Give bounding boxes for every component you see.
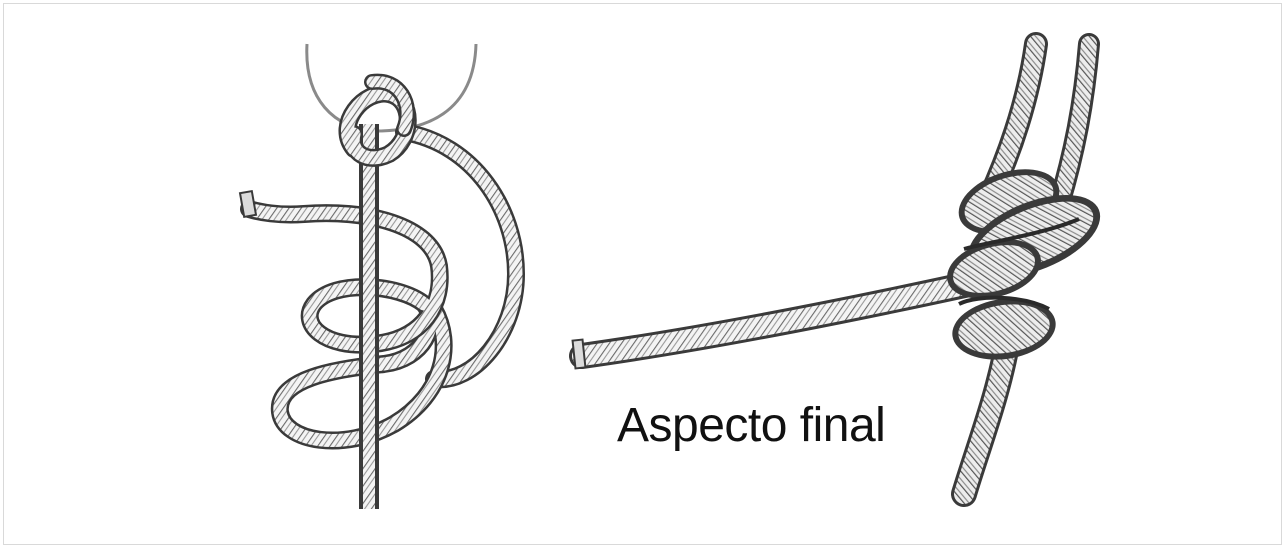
knot-illustration <box>4 4 1283 546</box>
knot-tying-step-illustration <box>240 44 516 509</box>
figure-frame: Aspecto final <box>3 3 1282 545</box>
knot-coils <box>940 157 1111 366</box>
caption-final-appearance: Aspecto final <box>617 402 885 450</box>
